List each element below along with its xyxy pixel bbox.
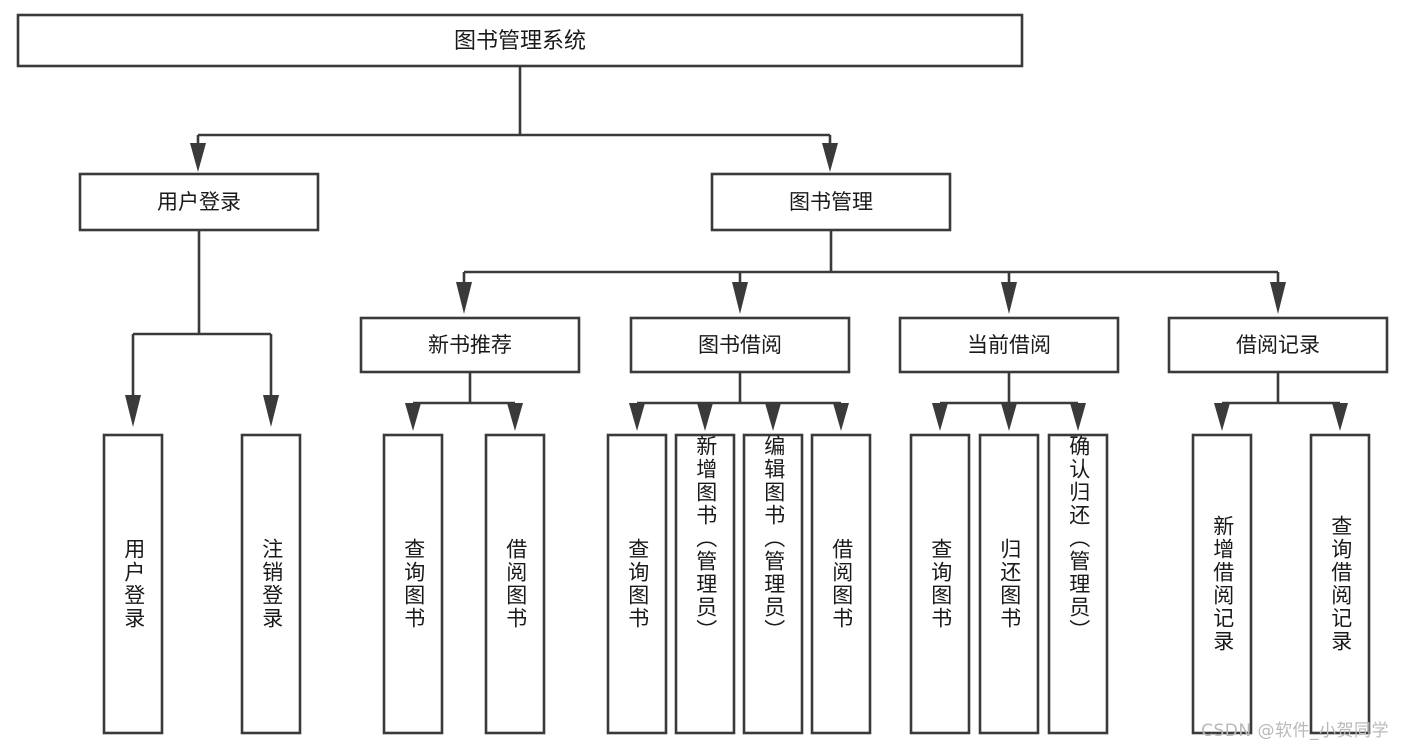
borrow-record-label: 借阅记录 (1236, 333, 1320, 357)
root-box (16, 13, 1024, 68)
leaf-box-query-book-1[interactable] (382, 433, 444, 735)
arrow-head-icon (125, 395, 141, 427)
arrow-head-icon (405, 403, 421, 431)
leaf-box-add-record[interactable] (1191, 433, 1253, 735)
book-borrow-label: 图书借阅 (698, 333, 782, 357)
leaf-box-add-book[interactable] (674, 433, 736, 735)
node-borrow-record[interactable]: 借阅记录 (1167, 316, 1389, 374)
leaf-box-query-book-3[interactable] (909, 433, 971, 735)
arrow-head-icon (822, 143, 838, 172)
connector-root-to-level2 (190, 66, 838, 172)
current-borrow-box (898, 316, 1120, 374)
leaf-box-edit-book[interactable] (742, 433, 804, 735)
leaf-box-user-login[interactable] (102, 433, 164, 735)
arrow-head-icon (697, 403, 713, 431)
leaf-box-borrow-book-1[interactable] (484, 433, 546, 735)
arrow-head-icon (932, 403, 948, 431)
node-current-borrow[interactable]: 当前借阅 (898, 316, 1120, 374)
csdn-watermark: CSDN @软件_小贺同学 (1201, 721, 1389, 741)
arrow-head-icon (1001, 403, 1017, 431)
connector-current-borrow-to-leaves (932, 372, 1086, 431)
leaf-box-query-book-2[interactable] (606, 433, 668, 735)
leaf-box-query-record[interactable] (1309, 433, 1371, 735)
arrow-head-icon (1070, 403, 1086, 431)
arrow-head-icon (190, 143, 206, 172)
connector-new-book-recommend-to-leaves (405, 372, 523, 431)
arrow-head-icon (732, 282, 748, 314)
arrow-head-icon (629, 403, 645, 431)
arrow-head-icon (1332, 403, 1348, 431)
connector-user-login-to-leaves (125, 230, 279, 427)
node-book-manage[interactable]: 图书管理 (710, 172, 952, 232)
new-book-recommend-label: 新书推荐 (428, 333, 512, 357)
arrow-head-icon (1270, 282, 1286, 314)
node-user-login[interactable]: 用户登录 (78, 172, 320, 232)
node-book-borrow[interactable]: 图书借阅 (629, 316, 851, 374)
leaf-box-confirm-return[interactable] (1047, 433, 1109, 735)
connector-book-borrow-to-leaves (629, 372, 849, 431)
user-login-label: 用户登录 (157, 190, 241, 214)
node-root[interactable]: 图书管理系统 (16, 13, 1024, 68)
connector-borrow-record-to-leaves (1214, 372, 1348, 431)
connector-book-manage-to-level3 (456, 230, 1286, 314)
leaf-box-return-book[interactable] (978, 433, 1040, 735)
arrow-head-icon (507, 403, 523, 431)
arrow-head-icon (1001, 282, 1017, 314)
node-new-book-recommend[interactable]: 新书推荐 (359, 316, 581, 374)
arrow-head-icon (833, 403, 849, 431)
arrow-head-icon (765, 403, 781, 431)
book-manage-label: 图书管理 (789, 190, 873, 214)
arrow-head-icon (456, 282, 472, 314)
new-book-recommend-box (359, 316, 581, 374)
leaf-box-borrow-book-2[interactable] (810, 433, 872, 735)
arrow-head-icon (1214, 403, 1230, 431)
root-label: 图书管理系统 (454, 29, 586, 54)
leaf-box-logout-login[interactable] (240, 433, 302, 735)
arrow-head-icon (263, 395, 279, 427)
current-borrow-label: 当前借阅 (967, 333, 1051, 357)
user-login-box (78, 172, 320, 232)
